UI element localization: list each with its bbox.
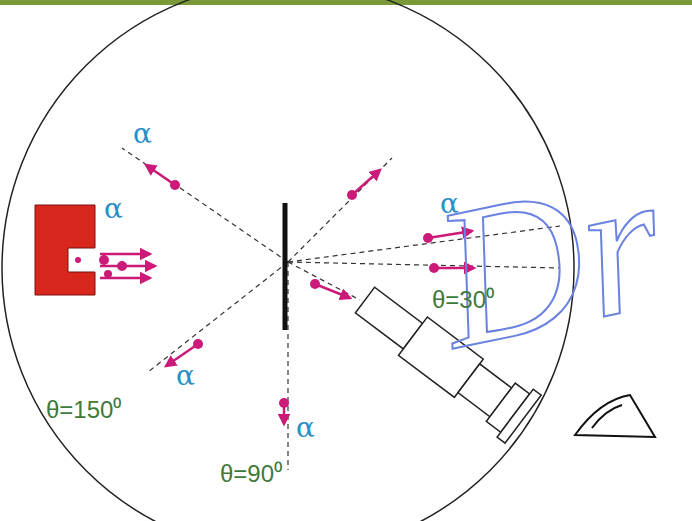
angle-label: θ=150⁰ bbox=[46, 398, 121, 422]
alpha-label: α bbox=[133, 120, 152, 148]
alpha-label: α bbox=[104, 195, 123, 223]
alpha-particles bbox=[99, 165, 474, 424]
gold-foil bbox=[283, 203, 288, 330]
observer-eye bbox=[575, 395, 655, 437]
alpha-label: α bbox=[440, 190, 459, 218]
alpha-label: α bbox=[296, 414, 315, 442]
source-dot bbox=[75, 257, 81, 263]
watermark: Dr bbox=[420, 139, 679, 381]
alpha-source bbox=[35, 205, 95, 295]
angle-label: θ=30⁰ bbox=[432, 288, 494, 312]
alpha-label: α bbox=[176, 362, 195, 390]
eye-lid bbox=[592, 405, 622, 428]
angle-label: θ=90⁰ bbox=[220, 462, 282, 486]
top-bar bbox=[0, 0, 692, 5]
